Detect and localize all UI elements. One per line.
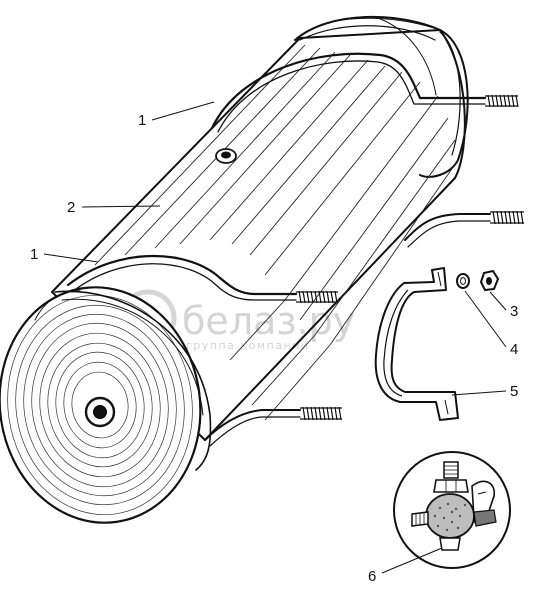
callout-2: 2 <box>67 199 75 216</box>
leader-1-lower <box>43 253 99 263</box>
drain-valve-inset <box>393 451 511 569</box>
watermark-brand: белаз.ру <box>182 299 355 343</box>
strap-middle-thread <box>490 210 524 225</box>
receiver-tank <box>0 15 469 524</box>
leader-4 <box>464 290 507 348</box>
strap-bottom <box>204 406 342 447</box>
callout-6: 6 <box>368 568 376 585</box>
leader-5 <box>451 390 507 396</box>
strap-bottom-thread <box>300 406 342 421</box>
strap-middle <box>404 210 524 248</box>
leader-3 <box>489 291 507 311</box>
leader-1-upper <box>151 101 215 121</box>
callout-1-upper: 1 <box>138 112 146 129</box>
callout-1-lower: 1 <box>30 246 38 263</box>
drain-valve <box>411 461 497 551</box>
washer <box>456 273 470 289</box>
tank-body <box>51 29 466 441</box>
bracket <box>374 267 459 421</box>
tank-center-port <box>84 396 116 428</box>
tank-far-end-cap <box>294 15 469 178</box>
tank-body-hatching <box>94 44 459 421</box>
strap-lower-thread <box>296 290 338 304</box>
watermark: белаз.ру группа компаний <box>119 289 355 352</box>
strap-upper-thread <box>485 94 519 108</box>
watermark-tagline: группа компаний <box>186 339 310 352</box>
leader-lines <box>43 101 507 574</box>
leader-2 <box>81 205 161 208</box>
tank-top-fitting <box>215 148 237 164</box>
nut <box>479 269 500 292</box>
callout-5: 5 <box>510 383 518 400</box>
leader-6 <box>381 547 443 574</box>
callout-3: 3 <box>510 303 518 320</box>
callout-4: 4 <box>510 341 518 358</box>
tank-near-end-cap <box>0 286 212 524</box>
strap-lower <box>66 254 338 304</box>
strap-upper <box>210 52 519 133</box>
callouts: 1 2 1 3 4 5 6 <box>30 112 518 585</box>
